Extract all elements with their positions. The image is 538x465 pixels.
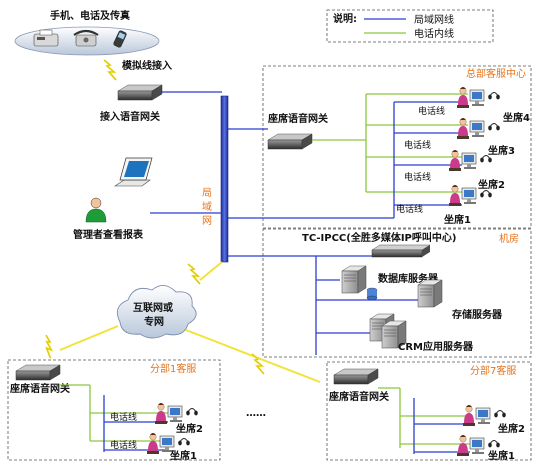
branch1-seat-2-label: 坐席2 [176, 422, 203, 435]
cloud-label-2: 专网 [144, 315, 164, 328]
cloud-lan-lightning-icon [187, 263, 201, 285]
branch7-seat-1-label: 坐席1 [488, 449, 515, 462]
branch1-lightning-tail [59, 325, 119, 351]
mobile-phone-icon [113, 30, 127, 48]
fax-icon [33, 29, 59, 47]
lan-label-2: 域 [202, 200, 212, 213]
branch7-seat-2-icon [462, 404, 507, 427]
manager-person-icon [85, 197, 107, 223]
hq-seat-3-label: 坐席3 [488, 144, 515, 157]
storage-server-icon [417, 279, 443, 308]
lan-bus [220, 95, 229, 263]
branch1-phone-line-1: 电话线 [110, 439, 137, 451]
hq-seat-4-label: 坐席4 [503, 111, 530, 124]
ellipsis: …… [246, 408, 266, 419]
manager-label: 管理者查看报表 [73, 228, 144, 241]
devices-label: 手机、电话及传真 [50, 9, 130, 22]
branch1-box [7, 359, 221, 461]
legend-box [326, 9, 494, 43]
manager-laptop-icon [114, 157, 153, 187]
branch7-box [326, 361, 532, 461]
legend-title: 说明: [333, 12, 357, 25]
database-cylinder-icon [366, 287, 378, 301]
hq-seat-1-label: 坐席1 [444, 213, 471, 226]
hq-phone-line-2: 电话线 [404, 171, 431, 183]
ipcc-server-icon [371, 244, 431, 258]
phone-icon [73, 29, 99, 47]
branch1-gateway-icon [15, 364, 61, 381]
hq-phone-line-4: 电话线 [418, 105, 445, 117]
hq-gateway-label: 座席语音网关 [267, 112, 328, 125]
storage-label: 存储服务器 [452, 308, 503, 321]
ipcc-label: TC-IPCC(全胜多媒体IP呼叫中心) [302, 231, 456, 244]
branch1-seat-2-icon [154, 402, 199, 425]
cloud-label-1: 互联网或 [133, 301, 173, 314]
legend-lan-label: 局域网线 [414, 13, 454, 26]
branch1-lightning-icon [38, 334, 59, 360]
branch7-gateway-label: 座席语音网关 [328, 390, 389, 403]
branch7-title: 分部7客服 [470, 364, 516, 377]
branch7-seat-2-label: 坐席2 [498, 422, 525, 435]
analog-lightning-icon [103, 59, 117, 81]
hq-phone-line-3: 电话线 [404, 139, 431, 151]
analog-label: 模拟线接入 [122, 59, 172, 72]
branch1-title: 分部1客服 [150, 362, 196, 375]
internet-cloud [116, 285, 197, 339]
access-gateway-label: 接入语音网关 [100, 110, 160, 123]
crm-label: CRM应用服务器 [398, 340, 474, 353]
branch1-phone-line-2: 电话线 [110, 411, 137, 423]
access-gateway-icon [117, 84, 163, 101]
legend-tel-label: 电话内线 [414, 27, 454, 40]
cloud-lan-lightning-tail [199, 261, 223, 281]
hq-seat-2-icon [448, 149, 493, 172]
branch1-gateway-label: 座席语音网关 [9, 382, 70, 395]
machine-room-title: 机房 [499, 232, 519, 245]
branch7-gateway-icon [333, 368, 379, 385]
hq-gateway-icon [267, 133, 313, 150]
machine-room-box [262, 228, 532, 358]
legend: 说明: 局域网线 电话内线 [326, 9, 494, 43]
hq-seat-3-icon [456, 117, 501, 140]
hq-seat-2-label: 坐席2 [478, 178, 505, 191]
hq-title: 总部客服中心 [466, 67, 526, 80]
lan-label-3: 网 [202, 215, 212, 227]
hq-seat-4-icon [456, 86, 501, 109]
devices-group: 手机、电话及传真 [14, 9, 160, 56]
branch1-seat-1-label: 坐席1 [170, 449, 197, 462]
hq-phone-line-1: 电话线 [396, 203, 423, 215]
database-server-icon [341, 265, 367, 294]
lan-label-1: 局 [202, 187, 212, 199]
